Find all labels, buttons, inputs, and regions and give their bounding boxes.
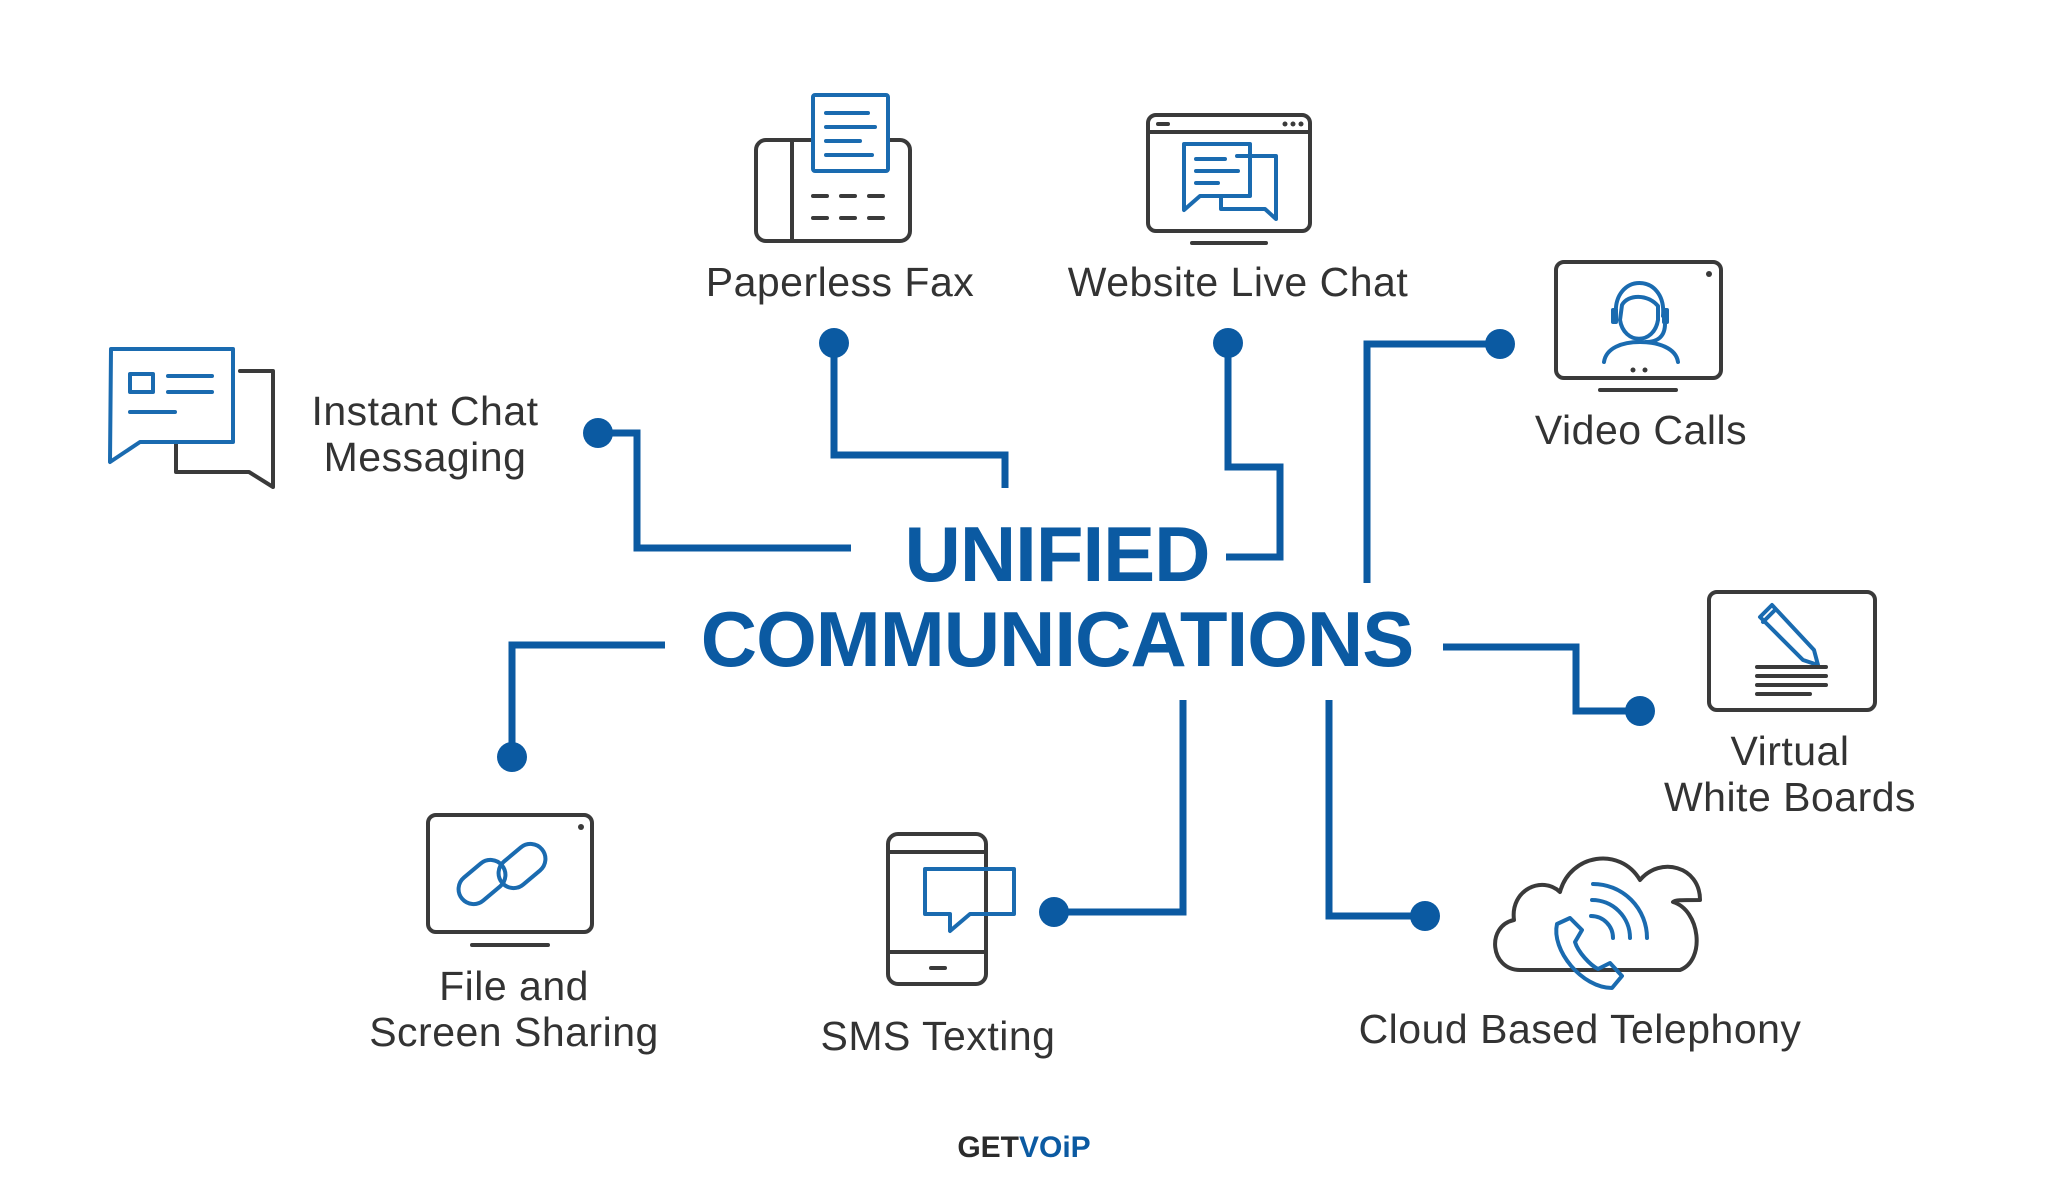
connector-instant-chat	[583, 418, 851, 552]
label-instant-chat-line-2: Messaging	[324, 434, 527, 480]
label-whiteboards-line-2: White Boards	[1664, 774, 1916, 820]
mobile-sms-icon	[886, 832, 1016, 986]
connector-paperless-fax	[819, 328, 1009, 488]
label-cloud-telephony: Cloud Based Telephony	[1359, 1006, 1802, 1052]
label-instant-chat-line-1: Instant Chat	[311, 388, 538, 434]
link-monitor-icon	[426, 813, 594, 947]
connector-video-calls	[1363, 329, 1515, 583]
connector-sms-texting	[1039, 700, 1187, 927]
connector-virtual-white-boards	[1443, 643, 1655, 726]
logo-part-2: VOiP	[1019, 1131, 1091, 1164]
title-line-2: COMMUNICATIONS	[701, 595, 1414, 683]
browser-chat-icon	[1146, 113, 1312, 245]
label-website-live-chat: Website Live Chat	[1068, 259, 1409, 305]
svg-text:GETVOiP: GETVOiP	[957, 1131, 1090, 1164]
label-file-sharing-line-1: File and	[439, 963, 589, 1009]
connector-cloud-telephony	[1325, 700, 1440, 931]
cloud-phone-icon	[1493, 856, 1702, 990]
label-video-calls: Video Calls	[1535, 407, 1747, 453]
label-paperless-fax: Paperless Fax	[706, 259, 975, 305]
title-line-1: UNIFIED	[905, 510, 1210, 598]
label-file-sharing-line-2: Screen Sharing	[369, 1009, 659, 1055]
connector-website-live-chat	[1213, 328, 1284, 561]
whiteboard-icon	[1707, 590, 1877, 712]
fax-icon	[754, 93, 912, 243]
chat-bubbles-icon	[108, 347, 275, 489]
label-whiteboards-line-1: Virtual	[1731, 728, 1850, 774]
getvoip-logo: GETVOiP	[957, 1131, 1090, 1164]
connector-file-screen-sharing	[497, 641, 665, 772]
label-sms-texting: SMS Texting	[821, 1013, 1056, 1059]
logo-part-1: GET	[957, 1131, 1019, 1164]
video-call-icon	[1554, 260, 1723, 392]
